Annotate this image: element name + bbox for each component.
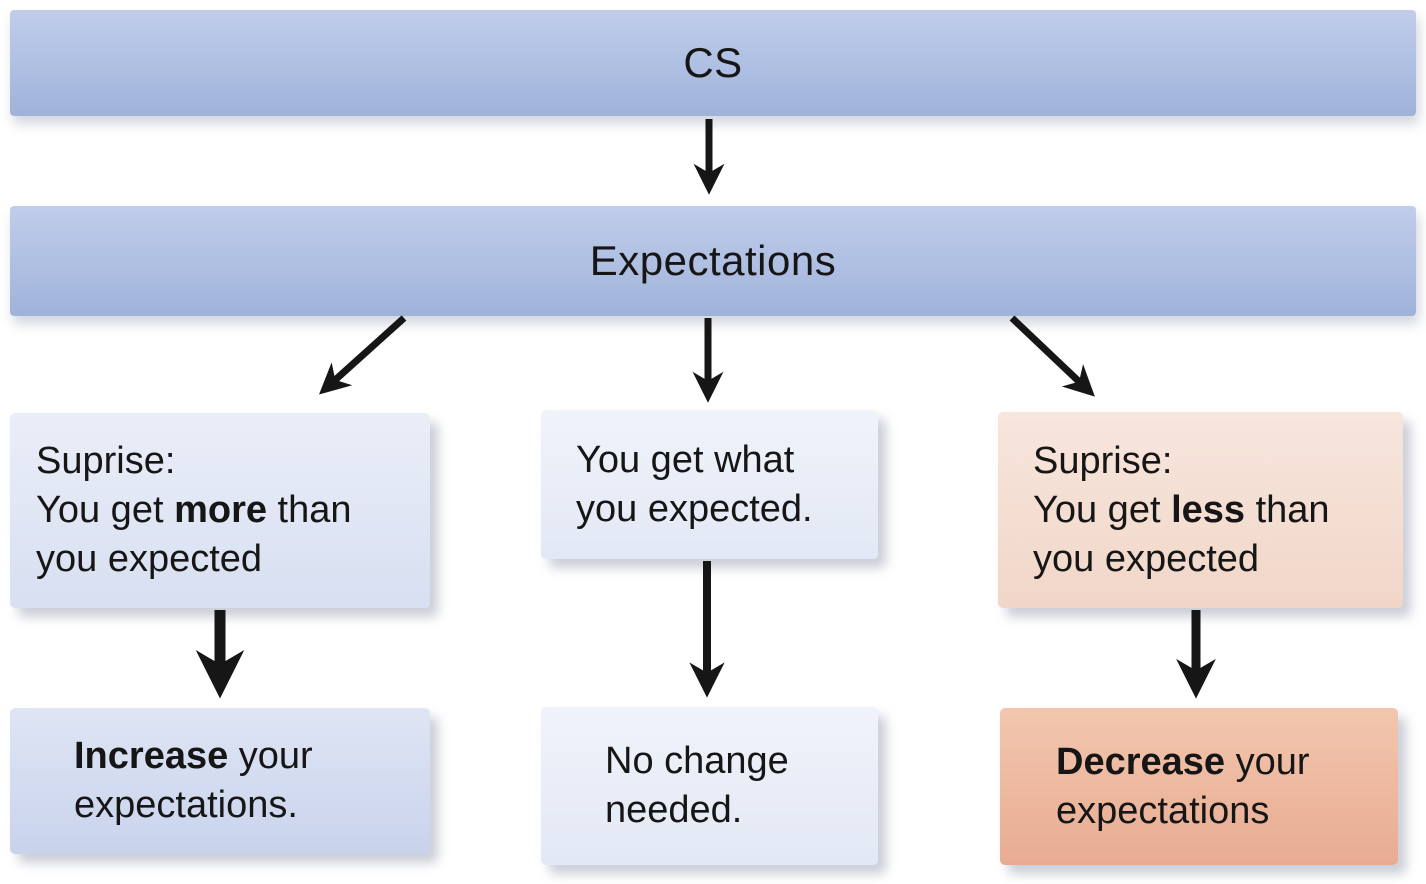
box-surprise-less: Suprise: You get less than you expected (998, 412, 1403, 608)
node-cs-label: CS (683, 39, 743, 86)
text-segment: than (267, 489, 352, 531)
node-cs: CS (10, 10, 1416, 116)
text-segment-bold: less (1171, 488, 1246, 531)
box-decrease-expectations: Decrease your expectations (1000, 708, 1398, 865)
text-segment: You get (36, 489, 175, 531)
arrow-expectations-to-surprise-less (1009, 315, 1095, 397)
decrease-line-1: Decrease your (1056, 738, 1398, 787)
box-no-change: No change needed. (541, 707, 878, 865)
text-segment: You get (1033, 488, 1172, 531)
decrease-line-2: expectations (1056, 789, 1270, 832)
surprise-less-line-1: Suprise: (1033, 439, 1173, 482)
text-segment-bold: Increase (74, 735, 229, 777)
node-expectations: Expectations (10, 206, 1416, 316)
node-expectations-label: Expectations (589, 237, 837, 284)
text-segment: your (1225, 740, 1310, 783)
got-expected-line-2: you expected. (576, 487, 813, 530)
text-segment-bold: Decrease (1056, 740, 1226, 783)
increase-line-2: expectations. (74, 784, 298, 826)
surprise-more-line-2: You get more than (36, 486, 430, 535)
arrow-expectations-to-surprise-more (319, 315, 407, 395)
no-change-line-1: No change (605, 740, 789, 782)
no-change-line-2: needed. (605, 789, 743, 831)
text-segment: than (1245, 488, 1330, 531)
surprise-more-line-1: Suprise: (36, 440, 176, 482)
box-surprise-more: Suprise: You get more than you expected (10, 413, 430, 608)
box-got-expected: You get what you expected. (541, 410, 878, 559)
box-increase-expectations: Increase your expectations. (10, 708, 430, 854)
surprise-more-line-3: you expected (36, 538, 263, 580)
text-segment: your (228, 735, 313, 777)
text-segment-bold: more (174, 489, 267, 531)
surprise-less-line-3: you expected (1033, 537, 1260, 580)
increase-line-1: Increase your (74, 732, 430, 781)
got-expected-line-1: You get what (576, 438, 795, 481)
surprise-less-line-2: You get less than (1033, 486, 1403, 535)
